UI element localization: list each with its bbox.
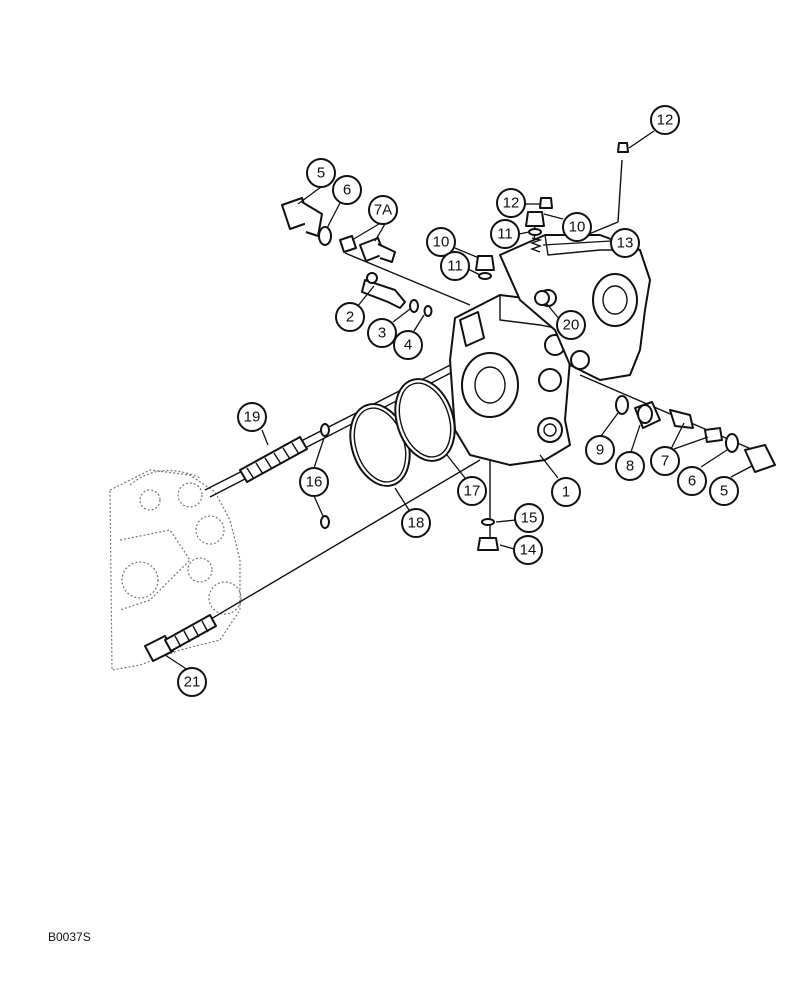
valve-body-1 (449, 294, 571, 466)
plug-10-right (525, 211, 545, 227)
seal-15 (481, 518, 495, 526)
svg-text:20: 20 (563, 317, 580, 334)
callout-12-mid: 12 (496, 188, 526, 218)
callout-5-left: 5 (306, 158, 336, 188)
svg-text:14: 14 (520, 542, 537, 559)
callout-17: 17 (457, 476, 487, 506)
svg-text:5: 5 (720, 483, 728, 500)
seal-6-right (725, 433, 739, 453)
fitting-20 (534, 290, 550, 306)
callout-3: 3 (367, 318, 397, 348)
svg-text:21: 21 (184, 674, 201, 691)
svg-text:6: 6 (343, 182, 351, 199)
svg-text:4: 4 (404, 337, 412, 354)
leader-lines (164, 130, 753, 671)
svg-text:11: 11 (497, 226, 513, 243)
svg-text:15: 15 (521, 510, 538, 527)
svg-text:3: 3 (378, 325, 386, 342)
plug-10-left (475, 255, 495, 271)
callout-20: 20 (556, 310, 586, 340)
callout-1: 1 (551, 477, 581, 507)
callout-16: 16 (299, 467, 329, 497)
callout-5-right: 5 (709, 476, 739, 506)
plug-12-mid (539, 197, 553, 209)
spool-2 (361, 272, 406, 309)
svg-text:13: 13 (617, 235, 634, 252)
cap-8 (634, 401, 661, 429)
valve-cartridge-7a (339, 235, 396, 263)
plug-5-right (744, 444, 776, 473)
o-ring-16 (320, 423, 330, 529)
callout-13: 13 (610, 228, 640, 258)
seal-11-left (478, 272, 492, 280)
valve-cartridge-7 (669, 409, 723, 443)
svg-text:8: 8 (626, 458, 634, 475)
svg-text:6: 6 (688, 473, 696, 490)
callout-12-top: 12 (650, 105, 680, 135)
seal-11-right (528, 228, 542, 236)
svg-text:17: 17 (464, 483, 481, 500)
plug-12-top (617, 142, 629, 153)
callout-11-left: 11 (440, 251, 470, 281)
callout-9: 9 (585, 435, 615, 465)
svg-text:10: 10 (569, 219, 586, 236)
svg-text:9: 9 (596, 442, 604, 459)
svg-text:10: 10 (433, 234, 450, 251)
callout-4: 4 (393, 330, 423, 360)
plug-14 (477, 537, 499, 551)
svg-text:1: 1 (562, 484, 570, 501)
callout-21: 21 (177, 667, 207, 697)
callout-6-right: 6 (677, 466, 707, 496)
callout-18: 18 (401, 508, 431, 538)
svg-text:2: 2 (346, 309, 354, 326)
rear-valve-housing (499, 234, 651, 381)
plug-5-left (281, 197, 323, 237)
o-ring-17 (394, 378, 456, 462)
callout-8: 8 (615, 451, 645, 481)
callout-6-left: 6 (332, 175, 362, 205)
svg-text:7A: 7A (374, 202, 392, 219)
callout-11-right: 11 (490, 219, 520, 249)
callout-19: 19 (237, 402, 267, 432)
callout-2: 2 (335, 302, 365, 332)
callout-7a: 7A (368, 195, 398, 225)
svg-text:7: 7 (661, 453, 669, 470)
callout-7: 7 (650, 446, 680, 476)
svg-text:19: 19 (244, 409, 261, 426)
svg-text:16: 16 (306, 474, 323, 491)
spring-13 (530, 237, 543, 253)
seal-4 (423, 305, 433, 317)
callout-10-left: 10 (426, 227, 456, 257)
seal-6-left (318, 226, 332, 246)
figure-code: B0037S (48, 930, 91, 944)
long-bolt-21 (144, 459, 481, 662)
callout-14: 14 (513, 535, 543, 565)
washer-3 (409, 299, 419, 313)
svg-text:12: 12 (503, 195, 520, 212)
callout-10-right: 10 (562, 212, 592, 242)
svg-text:12: 12 (657, 112, 674, 129)
svg-text:5: 5 (317, 165, 325, 182)
seal-9 (615, 395, 629, 415)
svg-text:11: 11 (447, 258, 463, 275)
pump-housing-ghost (109, 469, 242, 671)
svg-text:18: 18 (408, 515, 425, 532)
callout-15: 15 (514, 503, 544, 533)
